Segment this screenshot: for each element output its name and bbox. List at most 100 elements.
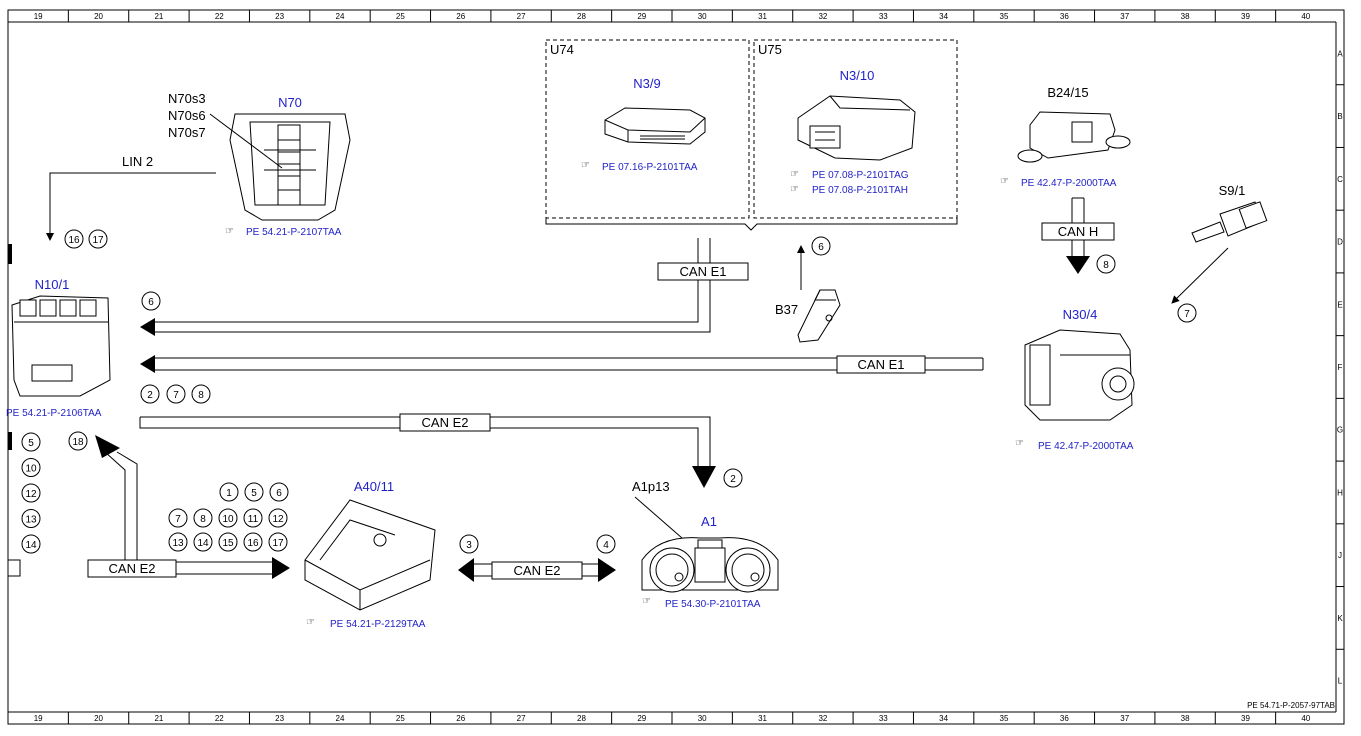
ruler-column-label: 33	[879, 714, 888, 723]
marker-circle: 14	[21, 534, 41, 554]
marker-label: 6	[276, 488, 282, 499]
ruler-column-label: 20	[94, 714, 103, 723]
a1p13-leader-line	[634, 496, 691, 546]
edge-connector	[8, 244, 12, 264]
ruler-column-label: 23	[275, 12, 284, 21]
marker-circle: 6	[269, 482, 289, 502]
ref-hand-icon: ☞	[306, 617, 315, 628]
marker-circle: 10	[21, 458, 41, 477]
marker-circle: 14	[193, 532, 213, 552]
marker-label: 14	[197, 538, 209, 549]
ruler-column-label: 26	[456, 12, 465, 21]
a1p13-label: A1p13	[632, 479, 670, 494]
svg-text:2: 2	[147, 390, 153, 401]
ruler-column-label: 30	[698, 714, 707, 723]
ruler-row-label: E	[1337, 300, 1342, 309]
ruler-column-label: 38	[1181, 12, 1190, 21]
ruler-column-label: 28	[577, 12, 586, 21]
ruler-row-label: H	[1337, 488, 1343, 497]
ruler-row-label: F	[1338, 363, 1343, 372]
overhead-control-panel-icon	[229, 113, 351, 221]
can-e2-left-bus: CAN E2	[87, 435, 290, 579]
marker-label: 1	[226, 488, 232, 499]
can-h-label: CAN H	[1058, 224, 1098, 239]
marker-circle: 1	[219, 482, 239, 502]
marker-label: 16	[247, 538, 259, 549]
u-group-brace	[545, 218, 958, 231]
can-e1-upper-bus: CAN E1	[140, 238, 749, 336]
marker-label: 12	[25, 489, 37, 500]
ruler-column-label: 25	[396, 12, 405, 21]
ref-hand-icon: ☞	[790, 184, 799, 195]
ruler-column-label: 20	[94, 12, 103, 21]
marker-circle: 7	[168, 508, 188, 528]
ruler-column-label: 32	[818, 714, 827, 723]
marker-7-s9: 7	[1177, 303, 1197, 323]
n30-4-ref: PE 42.47-P-2000TAA	[1038, 441, 1134, 452]
marker-label: 5	[28, 438, 34, 449]
n70-label: N70	[278, 95, 302, 110]
ruler-column-label: 19	[34, 12, 43, 21]
marker-circle: 13	[21, 509, 41, 528]
n30-4-module: N30/4 ☞ PE 42.47-P-2000TAA	[1015, 307, 1135, 452]
marker-circle: 12	[268, 508, 288, 528]
marker-3: 3	[459, 534, 479, 554]
svg-text:7: 7	[173, 390, 179, 401]
ruler-column-label: 22	[215, 12, 224, 21]
sensor-icon	[1017, 111, 1131, 163]
marker-circle: 12	[21, 483, 41, 503]
marker-label: 12	[272, 514, 284, 525]
svg-text:17: 17	[92, 235, 104, 246]
ruler-column-label: 39	[1241, 12, 1250, 21]
b24-15-label: B24/15	[1047, 85, 1088, 100]
ruler-column-label: 37	[1120, 12, 1129, 21]
svg-text:16: 16	[68, 235, 80, 246]
svg-text:4: 4	[603, 540, 609, 551]
marker-label: 10	[222, 514, 234, 525]
n70s6-label: N70s6	[168, 108, 206, 123]
ruler-column-label: 40	[1301, 12, 1310, 21]
marker-circle: 16	[243, 532, 263, 552]
marker-circle: 15	[218, 532, 238, 552]
marker-7a: 7	[166, 384, 186, 404]
b37-sensor: 6 B37	[775, 236, 841, 343]
can-e1-top-label: CAN E1	[680, 264, 727, 279]
marker-label: 8	[200, 514, 206, 525]
ref-hand-icon: ☞	[225, 226, 234, 237]
marker-label: 13	[25, 515, 37, 526]
ecu-icon	[797, 95, 916, 161]
marker-circle: 13	[168, 532, 188, 552]
marker-label: 13	[172, 538, 184, 549]
marker-label: 7	[175, 514, 181, 525]
marker-label: 11	[248, 514, 259, 525]
marker-4: 4	[596, 534, 616, 554]
ruler-column-label: 33	[879, 12, 888, 21]
ruler-row-label: A	[1337, 49, 1343, 58]
ruler-row-label: B	[1337, 112, 1342, 121]
marker-6-b37: 6	[811, 236, 831, 256]
can-e1-mid-label: CAN E1	[858, 357, 905, 372]
n70-leader-line	[209, 113, 283, 169]
a40-11-ref: PE 54.21-P-2129TAA	[330, 619, 426, 630]
marker-8a: 8	[191, 384, 211, 404]
pressure-switch-icon	[1191, 201, 1268, 243]
ecu-icon	[604, 107, 706, 145]
ruler-column-label: 23	[275, 714, 284, 723]
ref-hand-icon: ☞	[1000, 176, 1009, 187]
marker-16: 16	[64, 229, 84, 249]
marker-label: 14	[25, 540, 37, 551]
ruler-row-label: G	[1337, 426, 1343, 435]
b24-15-sensor: B24/15 ☞ PE 42.47-P-2000TAA	[1000, 85, 1131, 189]
a40-11-label: A40/11	[354, 479, 394, 494]
svg-text:6: 6	[148, 297, 154, 308]
ruler-column-label: 34	[939, 12, 948, 21]
marker-circle: 5	[244, 482, 264, 502]
lin2-label: LIN 2	[122, 154, 153, 169]
can-e2-bottom-label: CAN E2	[514, 563, 561, 578]
footer-code: PE 54.71-P-2057-97TAB	[1247, 701, 1335, 710]
ruler-column-label: 25	[396, 714, 405, 723]
ruler-column-label: 34	[939, 714, 948, 723]
